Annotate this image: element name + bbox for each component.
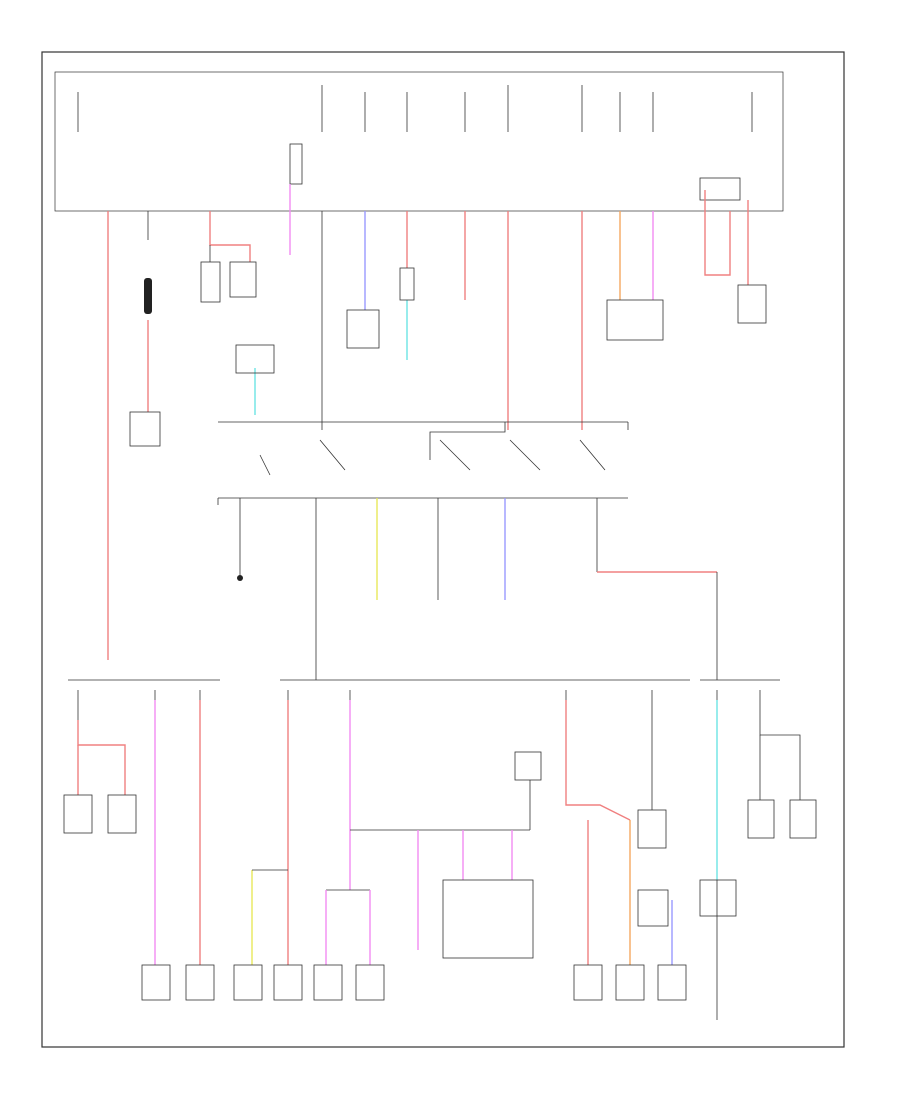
mid-wires <box>239 498 718 680</box>
upper-components <box>129 261 767 447</box>
diagram-border <box>41 51 845 1048</box>
ignition-switch <box>217 421 629 505</box>
fuse-box-fuses <box>77 85 753 201</box>
lower-components <box>63 751 817 1001</box>
fuse-box <box>54 71 784 212</box>
upper-wires <box>107 184 749 660</box>
lower-fuses <box>77 690 761 720</box>
ground-point <box>237 575 243 581</box>
lower-wires <box>77 700 801 1020</box>
fusible-link <box>144 278 152 314</box>
